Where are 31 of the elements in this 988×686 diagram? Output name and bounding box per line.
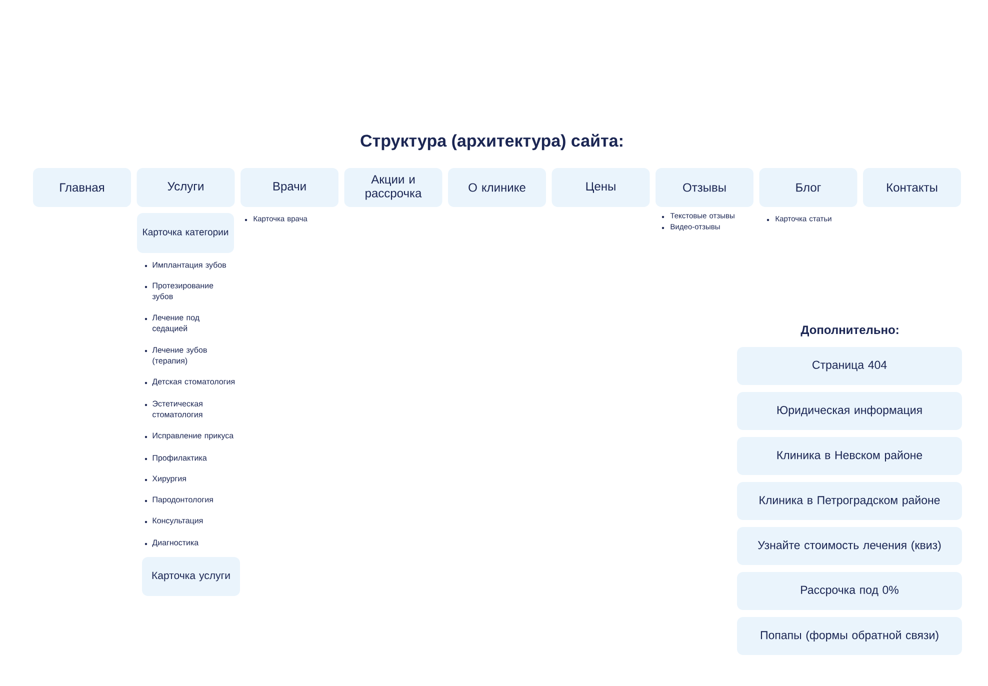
menu-box: Врачи bbox=[240, 168, 338, 207]
page-box: Рассрочка под 0% bbox=[737, 572, 962, 610]
page-box: Клиника в Невском районе bbox=[737, 437, 962, 475]
menu-box: Контакты bbox=[863, 168, 961, 207]
list-item: Профилактика bbox=[152, 454, 207, 462]
title: Структура (архитектура) сайта: bbox=[360, 134, 622, 150]
list-item: Эстетическая стоматология bbox=[152, 400, 202, 418]
card-box: Карточка категории bbox=[137, 213, 234, 253]
list-item: Детская стоматология bbox=[152, 378, 235, 386]
list-item: Пародонтология bbox=[152, 496, 213, 504]
list-item: Консультация bbox=[152, 518, 203, 525]
list-item: Лечение зубов (терапия) bbox=[152, 346, 207, 366]
list-item: Исправление прикуса bbox=[152, 432, 234, 440]
list-item: Хирургия bbox=[152, 476, 186, 483]
page-box: Юридическая информация bbox=[737, 392, 962, 430]
page-box: Попапы (формы обратной связи) bbox=[737, 617, 962, 655]
menu-box: Главная bbox=[33, 168, 131, 207]
menu-box: Блог bbox=[759, 168, 858, 207]
menu-box: О клинике bbox=[448, 168, 546, 207]
list-item: Протезирование зубов bbox=[152, 282, 214, 301]
menu-box: Услуги bbox=[136, 168, 235, 207]
menu-box: Отзывы bbox=[656, 168, 754, 207]
page-box: Клиника в Петроградском районе bbox=[737, 482, 962, 520]
page-box: Узнайте стоимость лечения (квиз) bbox=[737, 527, 962, 565]
menu-box: Цены bbox=[552, 168, 650, 207]
card-box: Карточка услуги bbox=[142, 557, 240, 596]
list-item: Диагностика bbox=[152, 540, 199, 547]
page-box: Страница 404 bbox=[737, 347, 962, 385]
list-item: Лечение под седацией bbox=[152, 314, 200, 333]
menu-box: Акции и рассрочка bbox=[344, 168, 442, 207]
list-item: Имплантация зубов bbox=[152, 262, 226, 270]
